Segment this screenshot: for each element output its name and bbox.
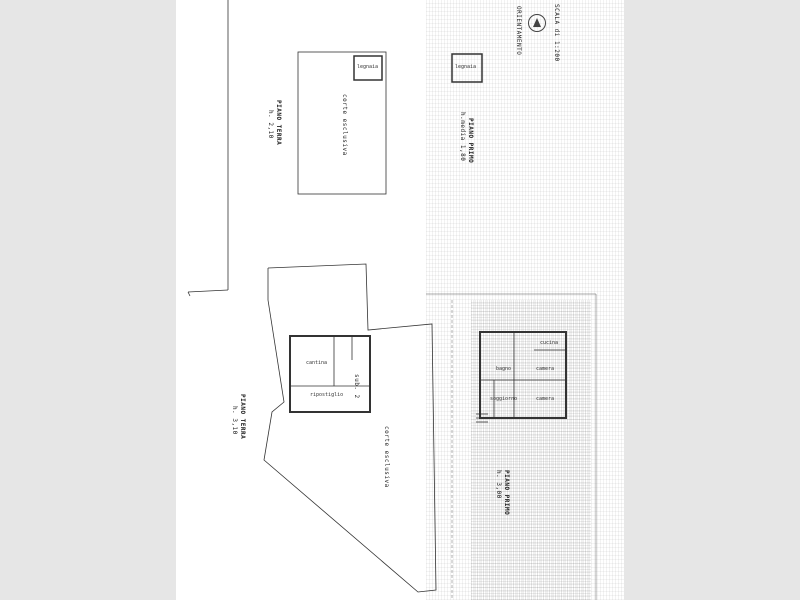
main-yard-label: corte esclusiva: [383, 426, 390, 488]
room-label: ripostiglio: [310, 392, 344, 398]
room-label: bagno: [496, 366, 512, 372]
annex-ground-height: h. 2,10: [267, 110, 274, 139]
main-sub-label: sub. 2: [353, 374, 360, 399]
room-label: cantina: [306, 360, 328, 366]
floor-plan-sheet: PIANO TERRA h. 2,10 corte esclusiva legn…: [176, 0, 624, 600]
main-ground-building: [289, 335, 371, 413]
room-label: camera: [536, 366, 555, 372]
main-first-floor-building: [479, 331, 567, 419]
scan-noise: [426, 0, 624, 600]
annex-yard-label: corte esclusiva: [341, 94, 348, 156]
annex-first-title: PIANO PRIMO: [467, 118, 474, 164]
main-ground-height: h. 3,10: [231, 406, 238, 435]
main-ground-title: PIANO TERRA: [239, 394, 246, 440]
room-label: cucina: [540, 340, 559, 346]
site-boundary: [187, 289, 229, 293]
room-label: camera: [536, 396, 555, 402]
annex-ground-title: PIANO TERRA: [275, 100, 282, 146]
orientation-label: ORIENTAMENTO: [515, 6, 522, 56]
annex-first-height: h.media 1,80: [459, 112, 466, 162]
floor-plan-drawing: [187, 0, 597, 600]
annex-legnaia-label: legnaia: [357, 64, 379, 70]
annex-first-floor-room: [451, 53, 483, 83]
main-first-title: PIANO PRIMO: [503, 470, 510, 516]
scale-label: SCALA di 1:200: [553, 4, 560, 62]
annex-yard-outline: [297, 51, 387, 195]
north-arrow-icon: [528, 14, 546, 32]
main-yard-outline: [263, 263, 437, 593]
scan-noise-dark: [471, 300, 591, 600]
room-label: soggiorno: [490, 396, 518, 402]
main-first-height: h. 3,00: [495, 470, 502, 499]
annex-first-legnaia-label: legnaia: [455, 64, 477, 70]
annex-legnaia-room: [353, 55, 383, 81]
